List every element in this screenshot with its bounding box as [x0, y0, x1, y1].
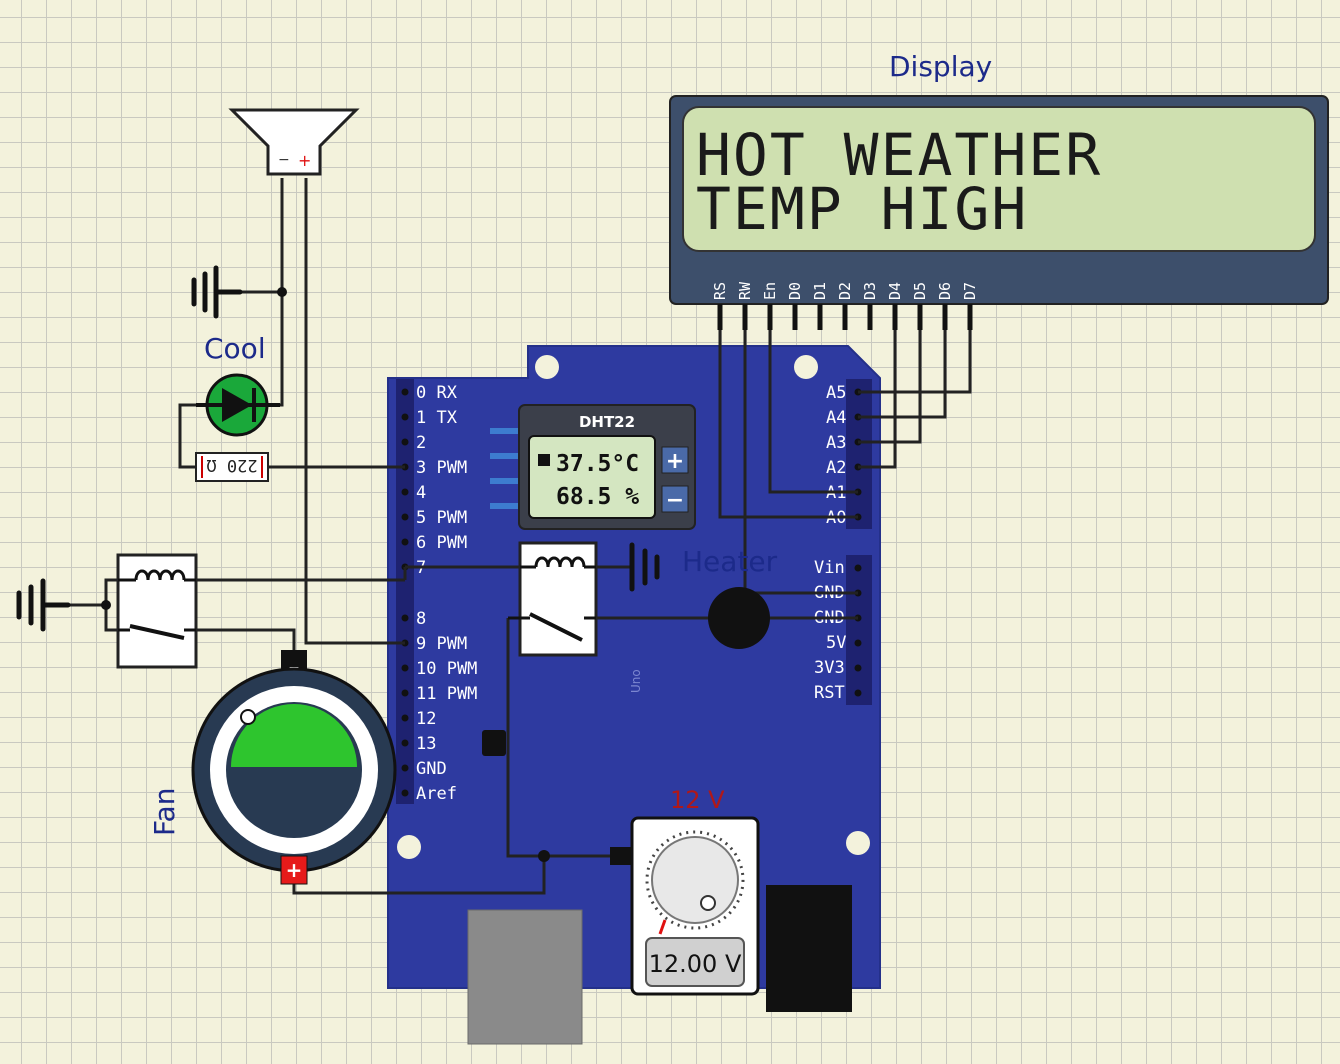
fan[interactable]: − + — [191, 650, 397, 885]
dht22-humidity: 68.5 % — [556, 484, 639, 510]
heater[interactable] — [708, 587, 770, 649]
pin-label-2: 2 — [416, 433, 426, 453]
pin-label-aref: Aref — [416, 784, 457, 804]
coil-icon — [134, 569, 186, 581]
resistor-value: 220 Ω — [206, 455, 257, 475]
pin-label-8: 8 — [416, 609, 426, 629]
power-header — [846, 555, 872, 705]
pin-label-3v3: 3V3 — [814, 658, 845, 678]
switch-contact-icon — [129, 624, 185, 640]
supply-label: 12 V — [670, 786, 725, 814]
pin-label-rst: RST — [814, 683, 845, 703]
lcd-line-2: TEMP HIGH — [696, 175, 1028, 243]
cool-led[interactable] — [196, 373, 280, 437]
pin-label-11: 11 PWM — [416, 684, 477, 704]
ground-icon — [16, 578, 71, 632]
lcd-pin-rs: RS — [711, 282, 729, 300]
voltage-knob[interactable] — [651, 836, 739, 924]
digital-header — [396, 379, 414, 804]
pin-label-1: 1 TX — [416, 408, 458, 428]
board-label: Uno — [629, 669, 643, 693]
lcd-pin-labels: RS RW En D0 D1 D2 D3 D4 D5 D6 D7 — [711, 281, 979, 300]
pin-label-a3: A3 — [826, 433, 846, 453]
lcd-line-1: HOT WEATHER — [696, 121, 1102, 189]
lcd-pin-rw: RW — [736, 281, 754, 300]
pin-label-6: 6 PWM — [416, 533, 467, 553]
dht22-indicator — [538, 454, 550, 466]
board-chip — [482, 730, 506, 756]
dht22-title: DHT22 — [579, 413, 635, 431]
lcd-pin-d3: D3 — [861, 282, 879, 300]
pin-label-a5: A5 — [826, 383, 846, 403]
buzzer-plus-label: + — [298, 151, 311, 170]
pin-label-13: 13 — [416, 734, 436, 754]
lcd-pin-en: En — [761, 282, 779, 300]
lcd-pin-d7: D7 — [961, 282, 979, 300]
fan-plus-terminal: + — [286, 858, 303, 882]
lcd-pin-d1: D1 — [811, 282, 829, 300]
coil-icon — [534, 556, 586, 568]
pin-label-3: 3 PWM — [416, 458, 467, 478]
pin-label-vin: Vin — [814, 558, 845, 578]
buzzer[interactable]: − + — [228, 108, 360, 176]
power-jack — [766, 885, 852, 1012]
heater-relay[interactable] — [508, 541, 598, 657]
resistor[interactable]: 220 Ω — [195, 452, 269, 482]
dht22-sensor[interactable]: DHT22 37.5°C 68.5 % + − — [490, 404, 696, 530]
digital-pin-labels: 0 RX 1 TX 2 3 PWM 4 5 PWM 6 PWM 7 8 9 PW… — [416, 383, 477, 804]
display-label: Display — [889, 50, 992, 83]
heater-label: Heater — [682, 545, 778, 578]
lcd-pin-d0: D0 — [786, 282, 804, 300]
fan-label: Fan — [148, 788, 181, 836]
pin-label-4: 4 — [416, 483, 426, 503]
pin-label-a4: A4 — [826, 408, 846, 428]
right-pins[interactable] — [854, 388, 862, 697]
lcd-pin-d4: D4 — [886, 282, 904, 300]
pin-label-5v: 5V — [826, 633, 846, 653]
pin-label-gnd: GND — [416, 759, 447, 779]
dht22-temperature: 37.5°C — [556, 451, 639, 477]
pin-label-a2: A2 — [826, 458, 846, 478]
dht22-minus-button[interactable] — [661, 485, 689, 513]
pin-label-12: 12 — [416, 709, 436, 729]
ground-icon — [191, 265, 243, 319]
lcd-pin-d2: D2 — [836, 282, 854, 300]
lcd-pin-d5: D5 — [911, 282, 929, 300]
fan-relay[interactable] — [116, 553, 198, 669]
ground-icon — [629, 542, 660, 592]
pin-label-5: 5 PWM — [416, 508, 467, 528]
analog-header — [846, 379, 872, 529]
lcd-pin-legs[interactable] — [717, 304, 973, 330]
usb-connector — [467, 909, 583, 1045]
lcd-display[interactable]: HOT WEATHER TEMP HIGH — [669, 95, 1329, 305]
dht22-plus-button[interactable] — [661, 446, 689, 474]
power-supply[interactable]: 12.00 V — [610, 816, 760, 996]
pin-label-0: 0 RX — [416, 383, 458, 403]
dht22-screen — [528, 435, 656, 519]
cool-label: Cool — [204, 332, 266, 365]
pin-label-10: 10 PWM — [416, 659, 477, 679]
lcd-pin-d6: D6 — [936, 282, 954, 300]
pin-label-9: 9 PWM — [416, 634, 467, 654]
svg-text:+: + — [666, 449, 684, 474]
buzzer-minus-label: − — [278, 152, 290, 168]
switch-contact-icon — [529, 612, 583, 642]
lcd-screen — [682, 106, 1316, 252]
supply-readout: 12.00 V — [649, 950, 742, 978]
svg-text:−: − — [666, 488, 684, 513]
wire-junctions — [101, 287, 550, 862]
